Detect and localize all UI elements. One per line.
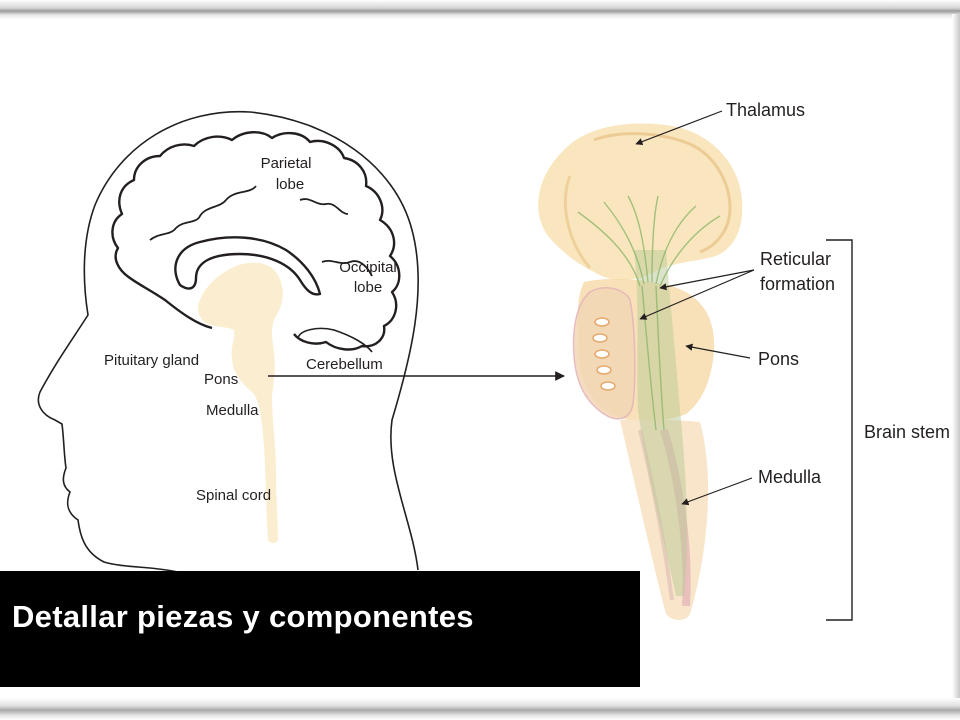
brainstem-left [197,262,283,543]
label-brain-stem: Brain stem [864,422,950,442]
slide-frame-bottom [0,698,960,720]
cerebrum-outline [111,131,401,353]
label-medulla-right: Medulla [758,467,822,487]
label-thalamus: Thalamus [726,100,805,120]
reticular-fibers [577,195,721,431]
label-pons-right: Pons [758,349,799,369]
caption-banner: Detallar piezas y componentes [0,571,640,687]
label-parietal-lobe: lobe [276,176,304,193]
right-labels: Thalamus Reticular formation Pons Medull… [635,100,950,621]
reticular-pointer-1 [659,269,755,291]
left-labels: Parietal lobe Occipital lobe Pituitary g… [104,155,397,504]
label-medulla-left: Medulla [206,402,259,419]
label-parietal: Parietal [261,155,312,172]
caption-text: Detallar piezas y componentes [12,599,474,634]
label-pituitary-gland: Pituitary gland [104,352,199,369]
medulla-pointer [681,477,753,506]
label-formation: formation [760,274,835,294]
label-cerebellum: Cerebellum [306,356,383,373]
pons-striations-icon [592,317,616,391]
brainstem-detail [538,123,743,620]
label-occipital-lobe: lobe [354,279,382,296]
slide-frame-top [0,0,960,20]
pons-pointer [685,343,751,359]
slide-frame-right [952,14,960,706]
label-pons-left: Pons [204,371,238,388]
label-reticular: Reticular [760,249,831,269]
thalamus-pointer [635,110,723,146]
head-outline [37,110,419,573]
label-occipital: Occipital [339,259,397,276]
label-spinal-cord: Spinal cord [196,487,271,504]
brain-stem-bracket [826,239,853,621]
reticular-pointer-2 [639,269,755,320]
